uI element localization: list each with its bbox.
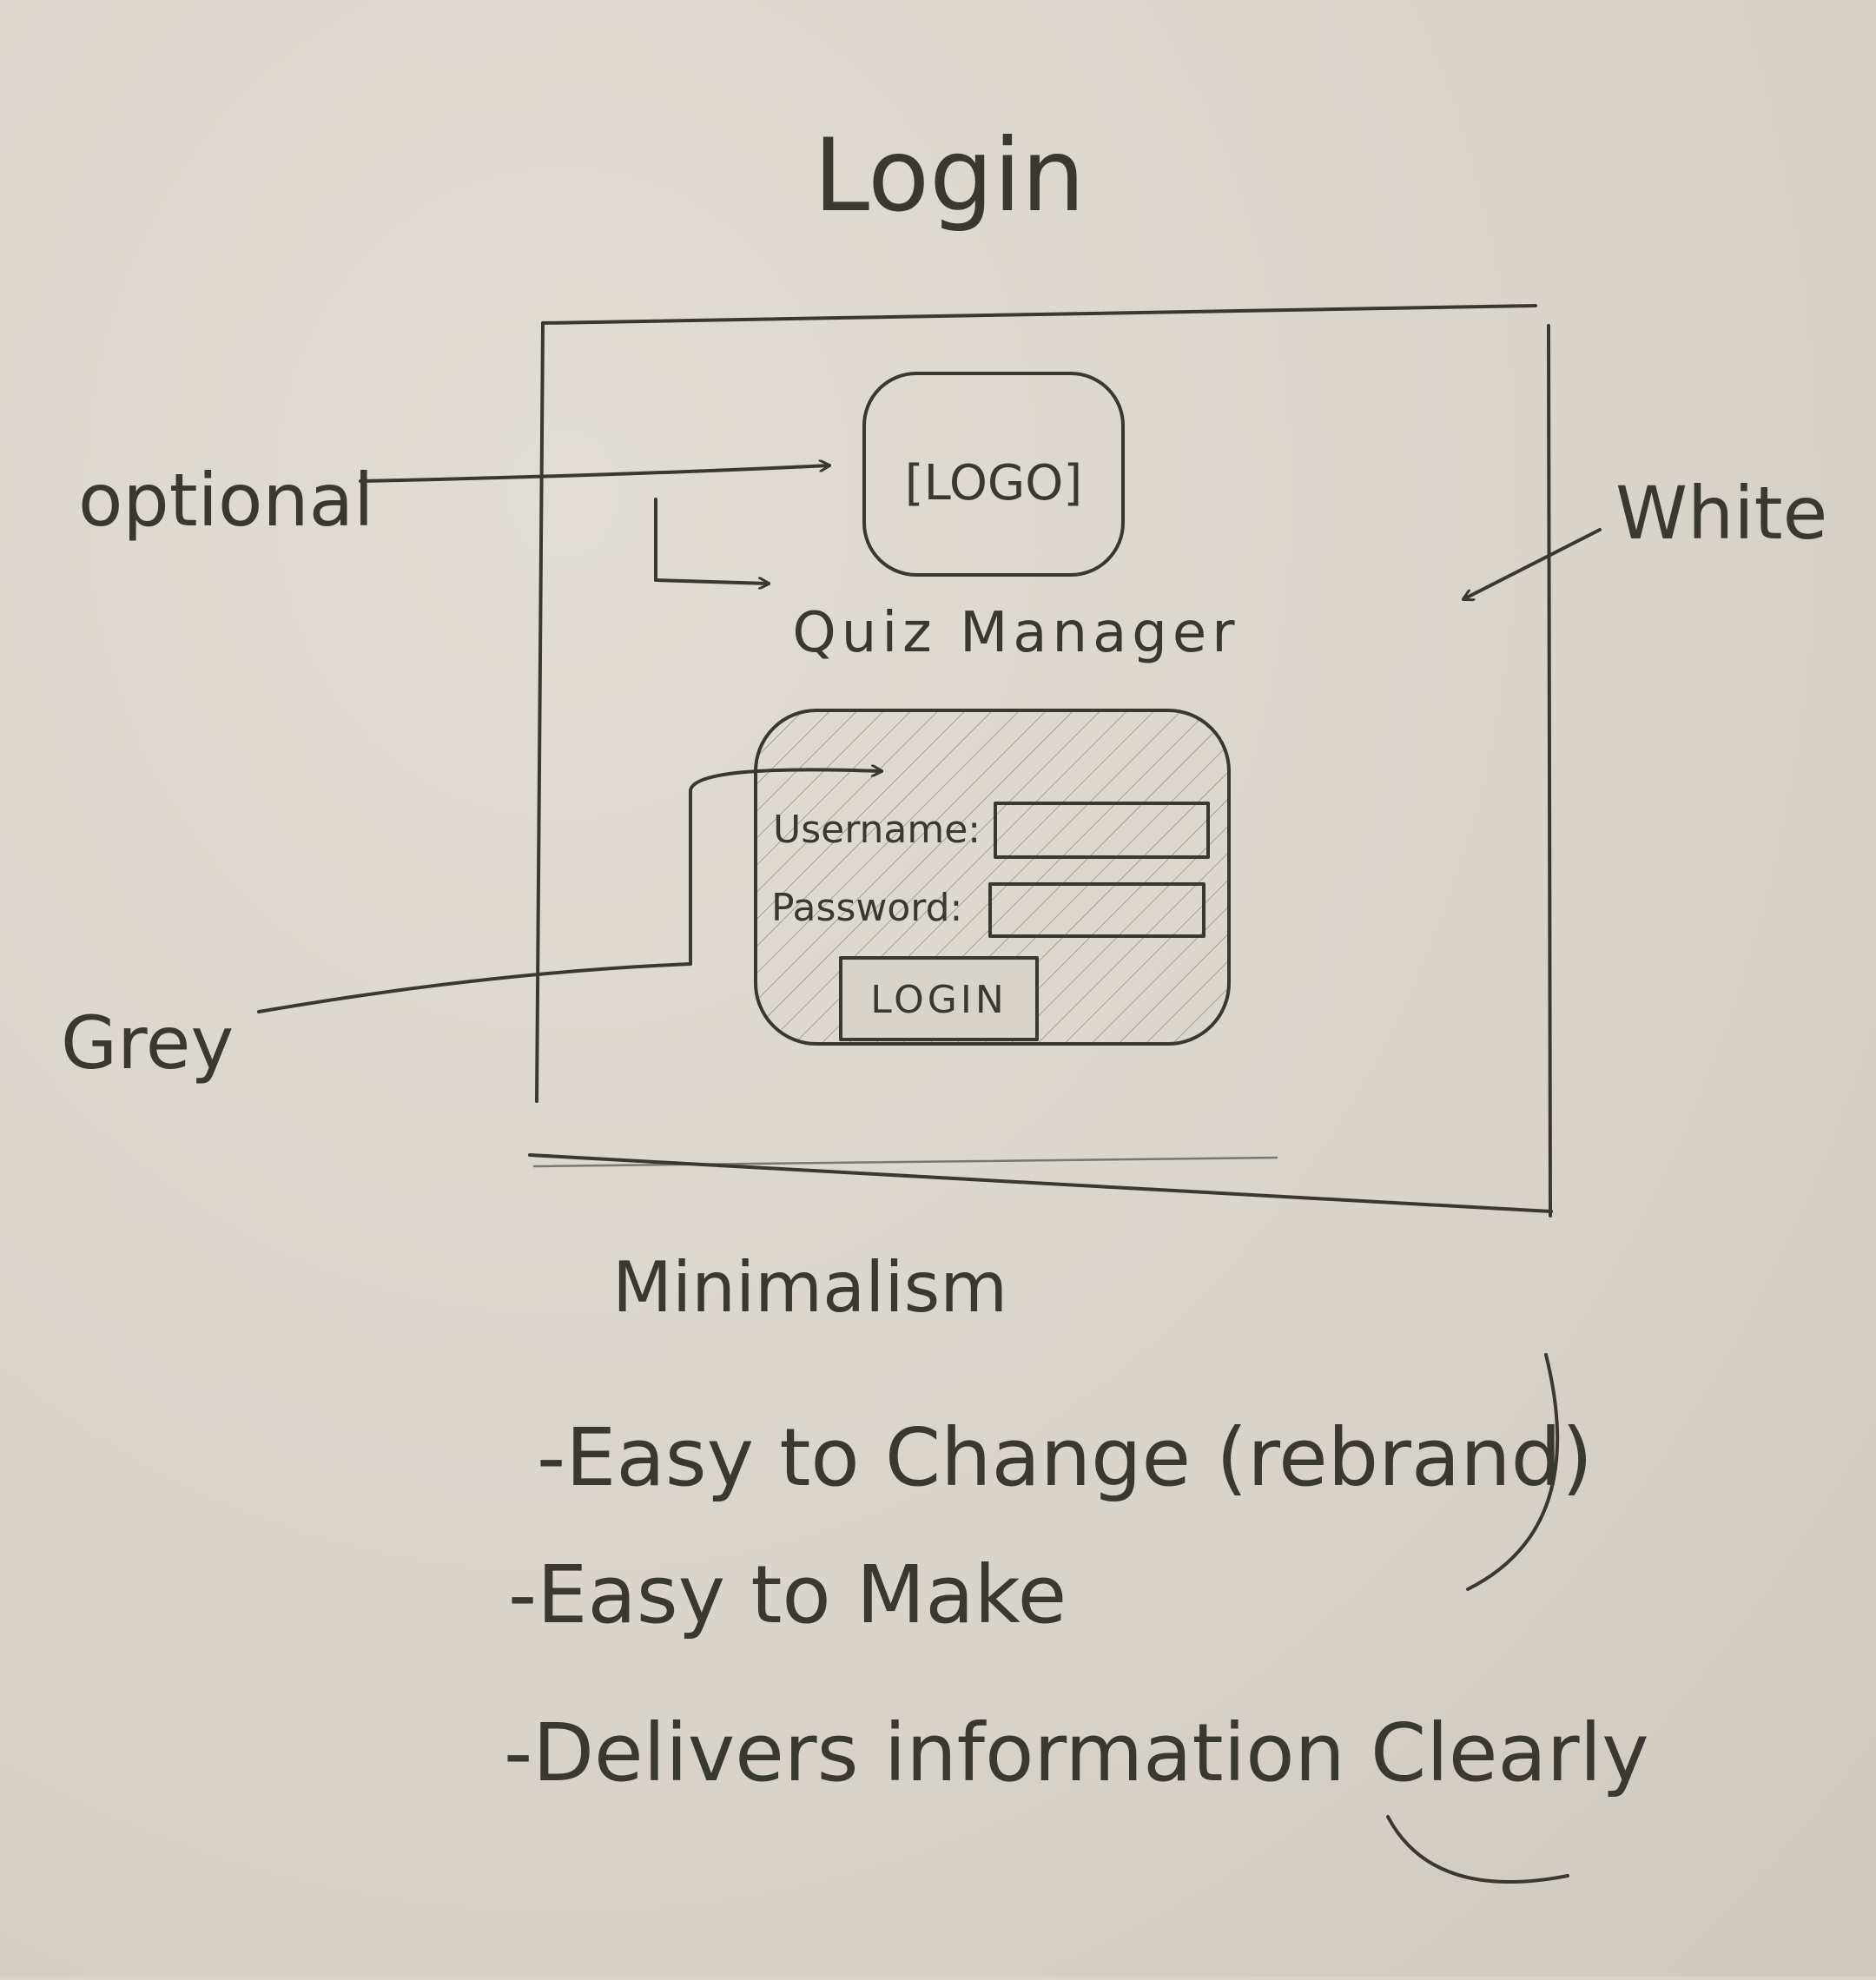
notes-heading: Minimalism <box>612 1247 1007 1328</box>
white-arrow <box>1463 528 1602 599</box>
password-input-box[interactable] <box>988 882 1206 938</box>
frame-bottom-line-2 <box>532 1156 1278 1168</box>
frame-right-line <box>1547 324 1552 1218</box>
app-name: Quiz Manager <box>792 601 1239 665</box>
username-input-box[interactable] <box>994 802 1210 859</box>
logo-box <box>862 372 1125 577</box>
note-item-1: -Easy to Change (rebrand) <box>537 1411 1593 1504</box>
frame-top-line <box>541 304 1537 325</box>
optional-annotation: optional <box>78 458 373 543</box>
login-button-label: LOGIN <box>870 978 1007 1022</box>
grey-annotation: Grey <box>61 1000 234 1086</box>
grey-arrow <box>257 769 882 1013</box>
note-item-2: -Easy to Make <box>508 1548 1067 1641</box>
clearly-underline <box>1386 1815 1569 1884</box>
password-label: Password: <box>771 886 962 930</box>
optional-arrow-logo <box>359 465 829 483</box>
rebrand-bracket <box>1466 1353 1560 1591</box>
optional-arrow-name <box>654 498 769 584</box>
note-item-3: -Delivers information Clearly <box>504 1706 1649 1799</box>
frame-left-line <box>535 321 545 1103</box>
page-title: Login <box>814 117 1086 234</box>
username-label: Username: <box>773 808 981 852</box>
login-button-box[interactable] <box>839 956 1039 1041</box>
logo-placeholder: [LOGO] <box>905 455 1082 512</box>
white-annotation: White <box>1615 471 1827 556</box>
